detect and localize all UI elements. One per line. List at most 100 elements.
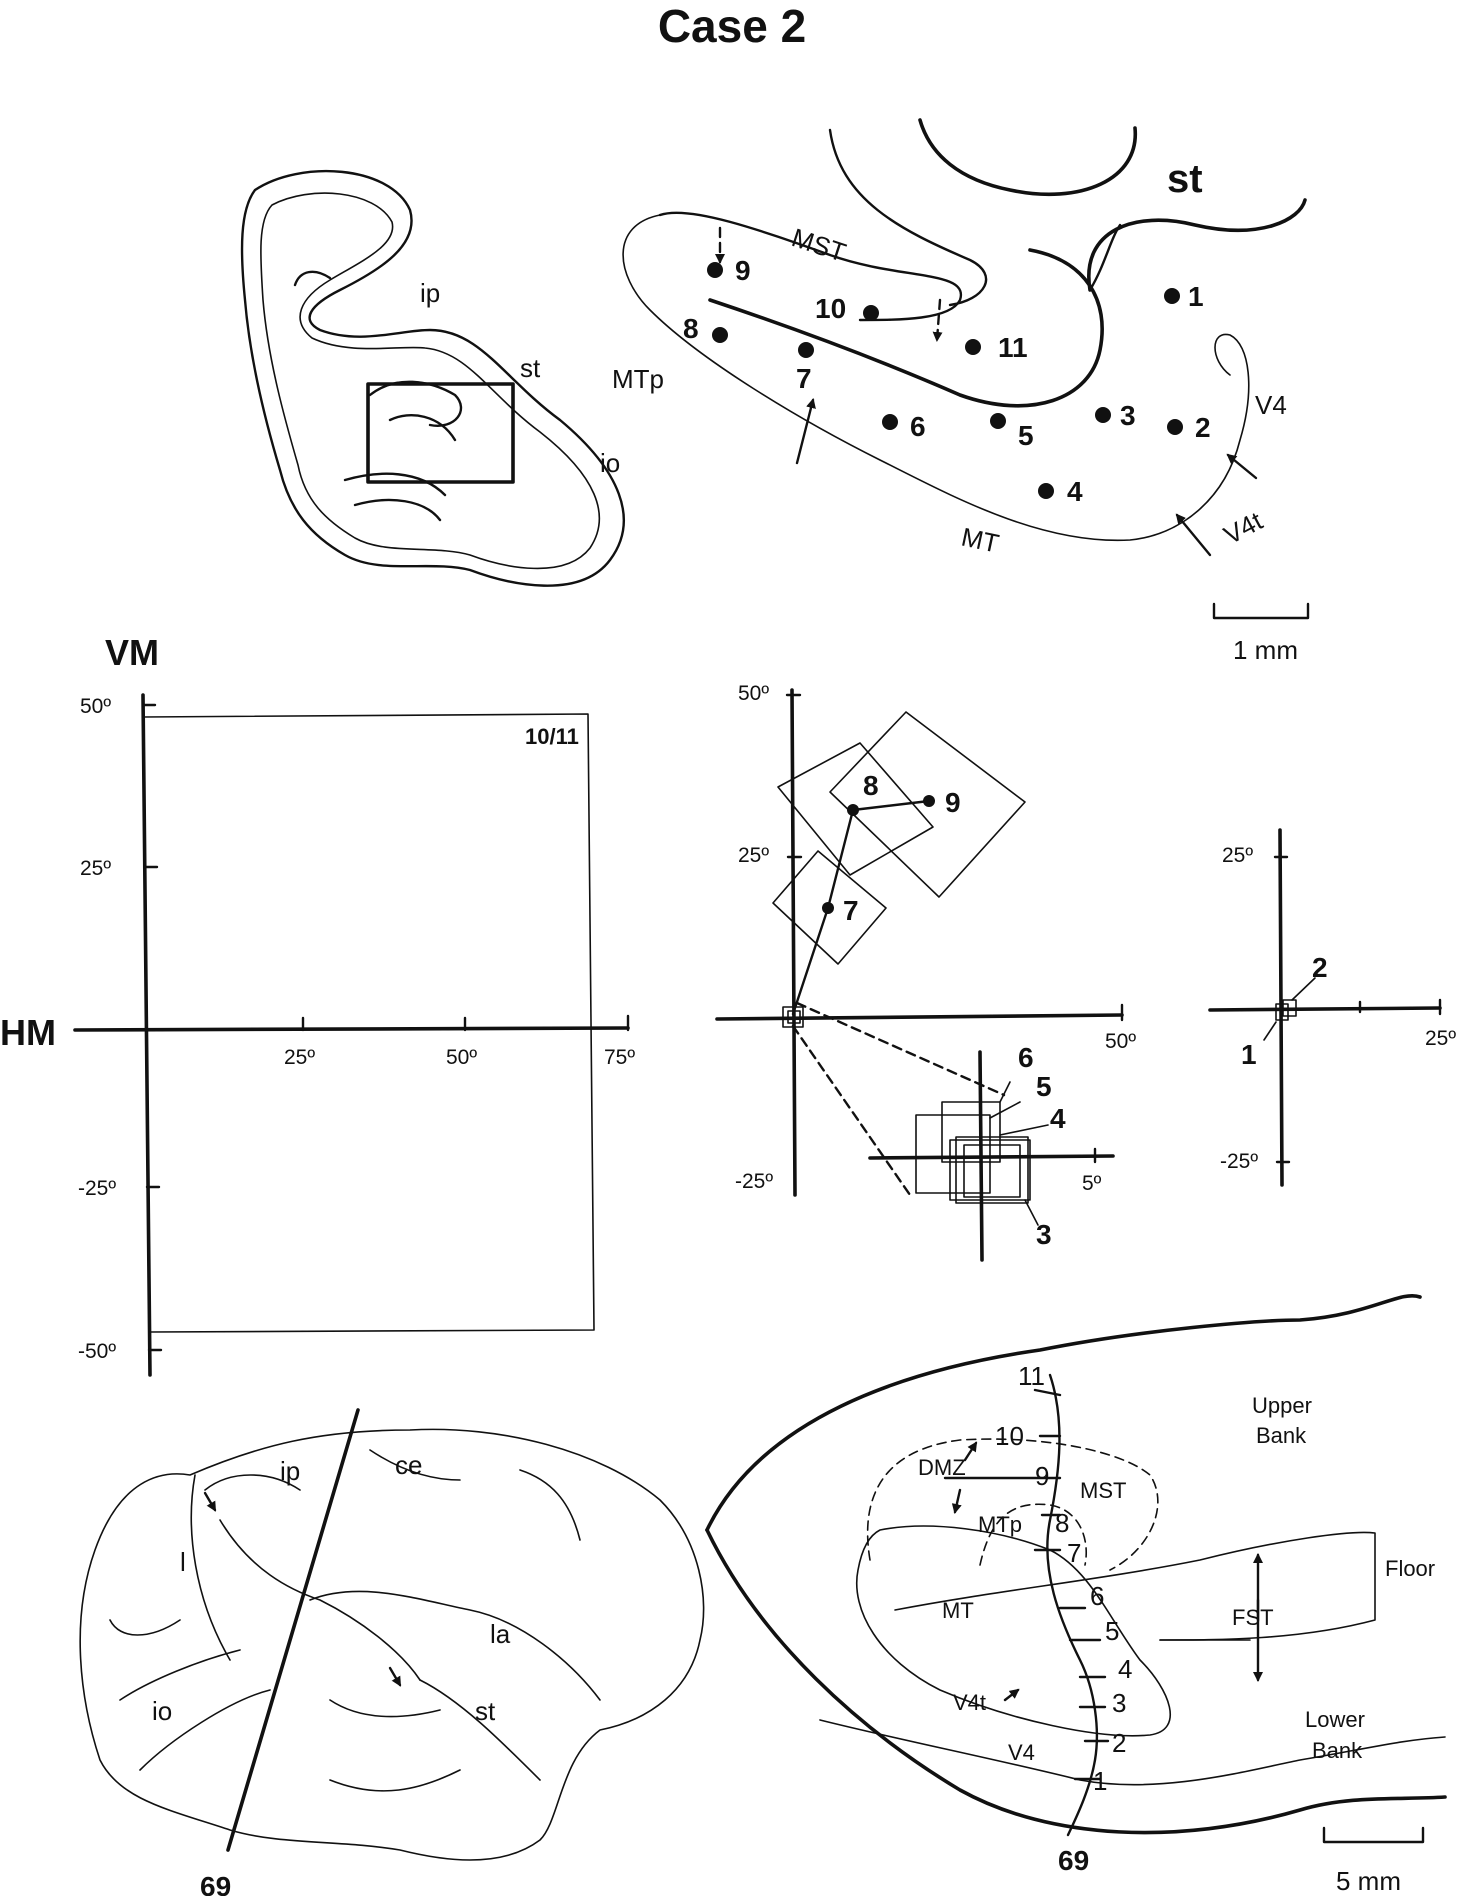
- rf-center-7: [822, 902, 834, 914]
- flat-label-mt: MT: [942, 1598, 974, 1623]
- site-9-dot: [707, 262, 723, 278]
- y-tick-label: 25º: [80, 857, 111, 880]
- rf-label-6: 6: [1018, 1042, 1034, 1073]
- horizontal-meridian-axis: [73, 1026, 630, 1032]
- zoom-line: [795, 1001, 1006, 1097]
- flat-label-v4t: V4t: [953, 1690, 986, 1715]
- label-v4: V4: [1255, 390, 1287, 420]
- flat-site-4: 4: [1118, 1654, 1132, 1684]
- label-mst: MST: [788, 222, 850, 268]
- flat-site-2: 2: [1112, 1728, 1126, 1758]
- flattened-sts-map: 11 10 9 8 7 6 5 4 3 2 1 Upper: [705, 1294, 1447, 1896]
- label-io-section: io: [600, 448, 620, 478]
- y-tick-label: 25º: [1222, 844, 1253, 867]
- y-tick-label: 50º: [80, 695, 111, 718]
- brain-label-la: la: [490, 1619, 511, 1649]
- site-1-dot: [1164, 288, 1180, 304]
- flat-label-fst: FST: [1232, 1605, 1274, 1630]
- recording-sites: 1 2 3 4 5 6 7 8 9 10 11: [683, 255, 1211, 507]
- receptive-field-10-11: [142, 713, 595, 1333]
- flat-label-floor: Floor: [1385, 1556, 1435, 1581]
- brain-outline: [79, 1428, 705, 1861]
- receptive-field-2: [1282, 999, 1297, 1017]
- boundary-arrow: [1226, 453, 1258, 480]
- rf-label-3: 3: [1036, 1219, 1052, 1250]
- site-10-label: 10: [815, 293, 846, 324]
- x-tick-label: 25º: [284, 1046, 315, 1069]
- site-3-label: 3: [1120, 400, 1136, 431]
- rf-label-1: 1: [1241, 1039, 1257, 1070]
- section-line-69: [226, 1408, 360, 1852]
- brain-label-io: io: [152, 1696, 172, 1726]
- scale-bar-5mm: [1322, 1826, 1425, 1844]
- inset-x-tick-label: 5º: [1082, 1172, 1102, 1195]
- site-4-label: 4: [1067, 476, 1083, 507]
- receptive-field-3: [949, 1139, 1031, 1201]
- flat-site-5: 5: [1105, 1616, 1119, 1646]
- y-tick-label: -50º: [78, 1340, 116, 1363]
- x-tick-label: 75º: [604, 1046, 635, 1069]
- site-11-dot: [965, 339, 981, 355]
- rf-center-path: [791, 799, 931, 1016]
- rf-center-8: [847, 804, 859, 816]
- flat-site-6: 6: [1090, 1581, 1104, 1611]
- mtp-boundary: [979, 1503, 1087, 1566]
- dmz-arrow: [963, 1441, 978, 1462]
- x-tick-label: 50º: [1105, 1030, 1136, 1053]
- label-st-enlarged: st: [1167, 157, 1203, 201]
- receptive-field-9: [829, 711, 1026, 898]
- label-ip-section: ip: [420, 278, 440, 308]
- rf-label-7: 7: [843, 895, 859, 926]
- flat-site-7: 7: [1067, 1538, 1081, 1568]
- coronal-section: ip st io: [240, 169, 625, 587]
- site-1-label: 1: [1188, 281, 1204, 312]
- rf-label-8: 8: [863, 770, 879, 801]
- site-7-label: 7: [796, 363, 812, 394]
- flat-site-8: 8: [1055, 1508, 1069, 1538]
- x-tick-label: 25º: [1425, 1027, 1456, 1050]
- boundary-arrow: [932, 298, 943, 342]
- y-tick-label: -25º: [735, 1170, 773, 1193]
- flat-site-11: 11: [1018, 1361, 1045, 1391]
- flat-label-lower: Lower: [1305, 1707, 1365, 1732]
- site-7-dot: [798, 342, 814, 358]
- flat-label-dmz: DMZ: [918, 1455, 966, 1480]
- vertical-meridian-axis: [141, 693, 152, 1377]
- site-6-dot: [882, 414, 898, 430]
- label-vm: VM: [105, 632, 159, 673]
- mst-boundary: [866, 1438, 1159, 1571]
- box-label-10-11: 10/11: [525, 724, 579, 749]
- label-hm: HM: [0, 1012, 56, 1053]
- x-tick-label: 50º: [446, 1046, 477, 1069]
- flat-label-mtp: MTp: [978, 1512, 1022, 1537]
- receptive-field-1: [1275, 1003, 1289, 1021]
- receptive-field-4: [955, 1136, 1029, 1204]
- label-st-section: st: [520, 353, 541, 383]
- brain-label-st: st: [475, 1696, 496, 1726]
- site-5-label: 5: [1018, 420, 1034, 451]
- visual-field-plot-middle: 50º 25º -25º 50º 7 8 9 5º 6: [715, 682, 1136, 1262]
- boundary-arrow: [795, 398, 816, 465]
- site-4-dot: [1038, 483, 1054, 499]
- visual-field-plot-small: 25º -25º 25º 1 2: [1208, 828, 1456, 1187]
- flat-site-9: 9: [1035, 1461, 1049, 1491]
- flat-label-mst: MST: [1080, 1478, 1126, 1503]
- flat-label-upper-bank: Bank: [1256, 1423, 1307, 1448]
- flat-site-10: 10: [995, 1421, 1024, 1451]
- rf-label-4: 4: [1050, 1103, 1066, 1134]
- rf-label-5: 5: [1036, 1071, 1052, 1102]
- site-3-dot: [1095, 407, 1111, 423]
- y-tick-label: -25º: [1220, 1150, 1258, 1173]
- flat-label-lower-bank: Bank: [1312, 1738, 1363, 1763]
- label-mtp: MTp: [612, 364, 664, 394]
- site-6-label: 6: [910, 411, 926, 442]
- site-9-label: 9: [735, 255, 751, 286]
- brain-label-l: l: [180, 1547, 186, 1577]
- site-5-dot: [990, 413, 1006, 429]
- scale-bar-1mm-label: 1 mm: [1233, 635, 1298, 665]
- brain-label-ip: ip: [280, 1456, 300, 1486]
- label-v4t: V4t: [1219, 505, 1268, 550]
- site-8-dot: [712, 327, 728, 343]
- flat-section-label-69: 69: [1058, 1845, 1089, 1876]
- receptive-field-5: [941, 1101, 1001, 1163]
